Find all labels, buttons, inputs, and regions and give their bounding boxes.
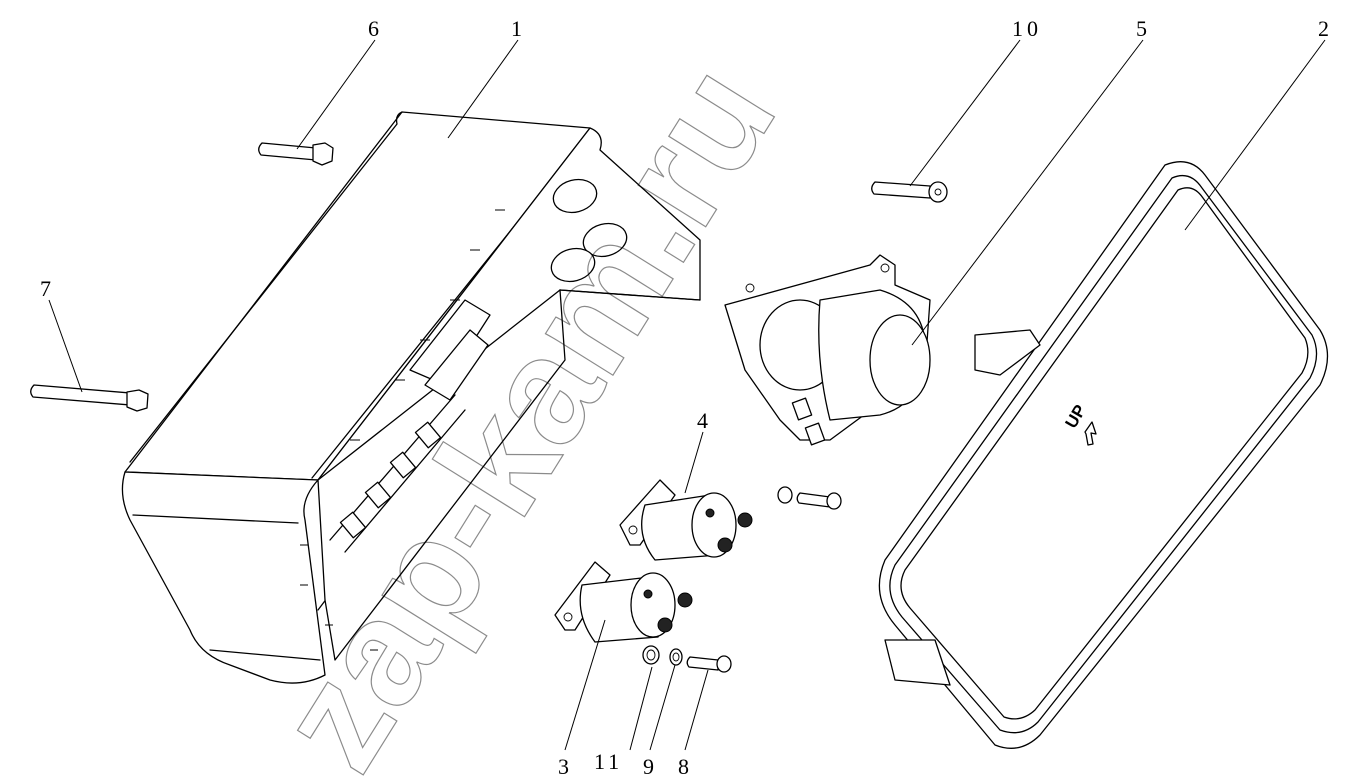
callout-3: 3 — [558, 754, 569, 779]
part-9-washer — [669, 648, 683, 666]
part-7-long-bolt — [30, 384, 149, 412]
callout-6: 6 — [368, 16, 379, 41]
part-5-contactor — [724, 254, 931, 446]
callout-11: 11 — [594, 749, 623, 774]
callout-1: 1 — [511, 16, 522, 41]
part-8-bolt — [686, 655, 732, 673]
callout-10: 10 — [1012, 16, 1042, 41]
part-6-short-bolt — [258, 142, 334, 166]
callout-9: 9 — [643, 754, 654, 779]
leader-lines — [48, 39, 1326, 751]
callout-7: 7 — [40, 276, 51, 301]
callout-labels: 6 1 10 5 2 7 4 3 11 9 8 — [40, 16, 1329, 779]
callout-2: 2 — [1318, 16, 1329, 41]
part-10-bolt — [871, 181, 948, 203]
part-11-washer — [642, 645, 660, 665]
callout-8: 8 — [678, 754, 689, 779]
callout-5: 5 — [1136, 16, 1147, 41]
part-2-cover: UP — [878, 161, 1329, 749]
relay-washer-and-bolt — [777, 486, 842, 510]
part-1-enclosure-box — [121, 111, 701, 684]
part-4-relay-upper — [619, 479, 753, 561]
part-3-relay-lower — [554, 561, 693, 643]
callout-4: 4 — [697, 408, 708, 433]
